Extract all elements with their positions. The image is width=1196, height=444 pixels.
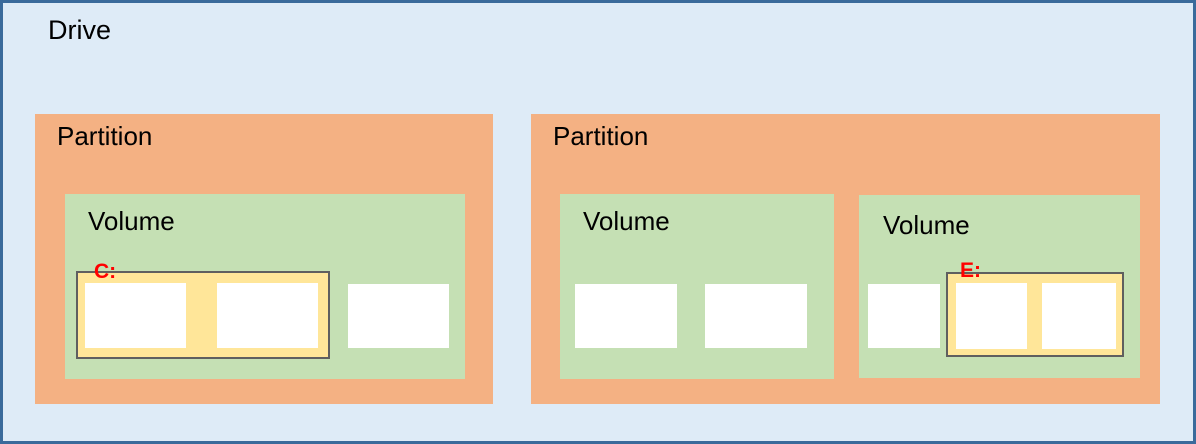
partition-2-label: Partition — [553, 121, 649, 151]
data-block — [575, 284, 677, 348]
drive-label: Drive — [48, 15, 112, 45]
drive-letter-c-highlight-region — [76, 271, 330, 359]
data-block — [868, 284, 940, 348]
partition-2-volume-1-box: Volume — [560, 194, 834, 379]
partition-1-volume-1-label: Volume — [88, 206, 175, 236]
partition-2-volume-2-box: Volume E: — [859, 195, 1140, 378]
partition-1-volume-1-box: Volume C: — [65, 194, 465, 379]
data-block — [85, 283, 186, 348]
data-block — [1042, 283, 1116, 349]
data-block — [705, 284, 807, 348]
drive-letter-c-label: C: — [94, 260, 117, 283]
partition-1-label: Partition — [57, 121, 153, 151]
data-block — [956, 283, 1027, 349]
data-block — [217, 283, 318, 348]
partition-2-volume-2-label: Volume — [883, 210, 970, 240]
data-block — [348, 284, 449, 348]
drive-letter-e-label: E: — [960, 259, 981, 282]
partition-2-box: Partition Volume Volume E: — [531, 114, 1160, 404]
partition-1-box: Partition Volume C: — [35, 114, 493, 404]
partition-2-volume-1-label: Volume — [583, 206, 670, 236]
drive-letter-e-highlight-region — [946, 272, 1124, 357]
